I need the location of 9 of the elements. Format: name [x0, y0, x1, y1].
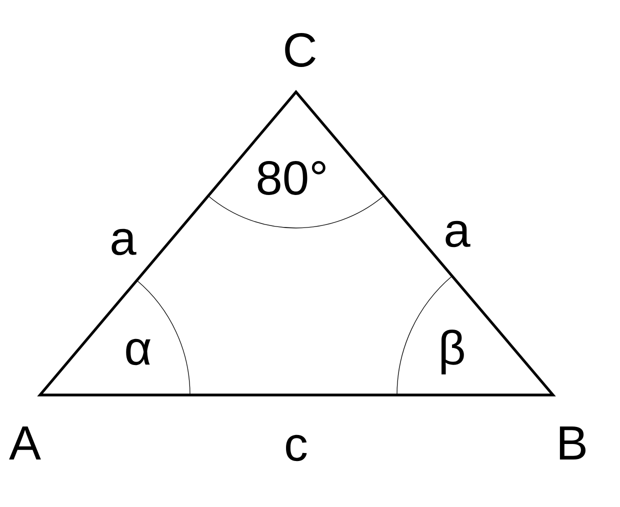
angle-label: β — [442, 330, 464, 374]
angle-label: 80° — [258, 161, 326, 195]
vertex-label: A — [9, 426, 41, 460]
angle-label: α — [126, 338, 150, 366]
side-label: a — [446, 220, 470, 248]
vertex-label: C — [285, 33, 316, 67]
side-label: c — [286, 434, 307, 462]
side-label: a — [112, 228, 136, 256]
vertex-label: B — [560, 426, 586, 460]
